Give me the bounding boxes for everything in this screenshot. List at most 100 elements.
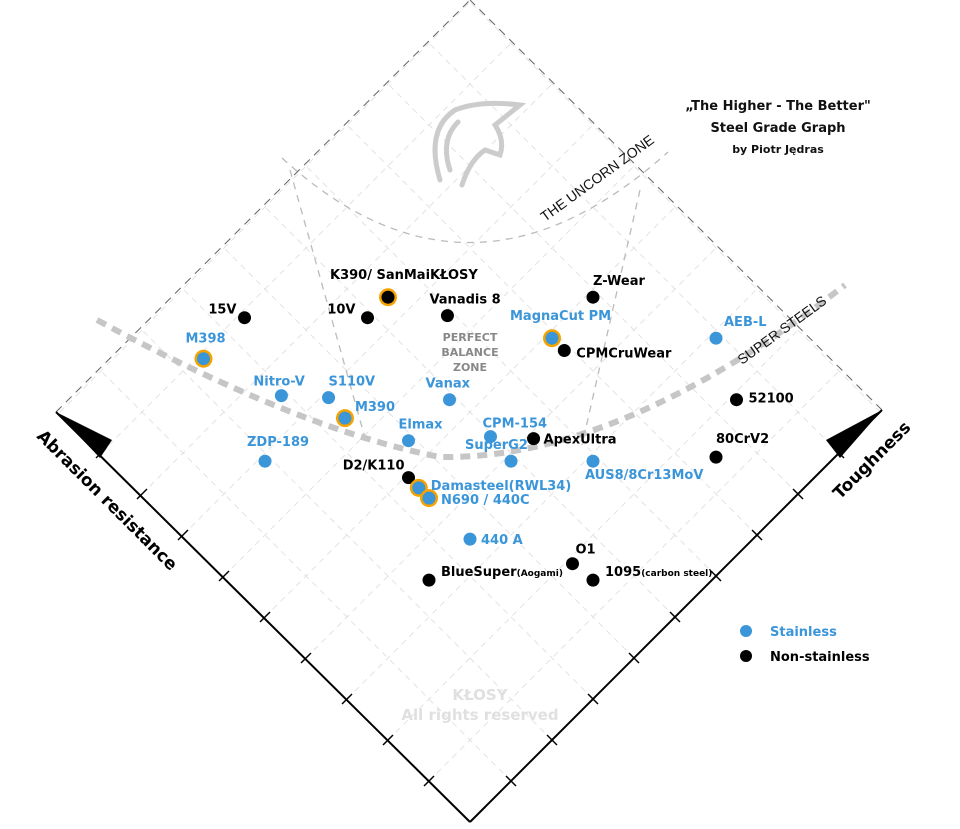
balance-zone-label-1: PERFECT bbox=[443, 331, 498, 344]
grid-line-toughness bbox=[469, 1, 881, 413]
grid-line-toughness bbox=[428, 42, 840, 454]
toughness-tick bbox=[669, 611, 681, 623]
legend-stainless-marker bbox=[740, 625, 752, 637]
point-marker bbox=[440, 309, 454, 323]
point-label: 15V bbox=[208, 303, 236, 318]
data-point: BlueSuper(Aogami) bbox=[422, 565, 563, 587]
balance-zone-label-3: ZONE bbox=[453, 361, 487, 374]
data-point: 1095(carbon steel) bbox=[586, 565, 712, 587]
point-label: AUS8/8Cr13MoV bbox=[585, 468, 703, 483]
point-label: N690 / 440C bbox=[441, 493, 530, 508]
grid-line-abrasion bbox=[59, 1, 471, 413]
point-label-suffix: (carbon steel) bbox=[641, 569, 712, 579]
point-marker bbox=[709, 331, 723, 345]
point-marker bbox=[484, 430, 497, 444]
legend: Stainless Non-stainless bbox=[740, 625, 870, 665]
data-point: CPM-154 bbox=[483, 417, 548, 444]
abrasion-arrow-icon bbox=[56, 412, 112, 458]
abrasion-axis-label: Abrasion resistance bbox=[32, 426, 181, 575]
grid-line-abrasion bbox=[141, 83, 553, 495]
point-label: 52100 bbox=[749, 392, 794, 407]
point-label: Z-Wear bbox=[593, 274, 645, 289]
point-marker bbox=[586, 573, 600, 587]
title-block: „The Higher - The Better" Steel Grade Gr… bbox=[685, 99, 871, 156]
data-point: O1 bbox=[566, 543, 596, 571]
toughness-tick bbox=[792, 488, 804, 500]
toughness-axis bbox=[469, 409, 883, 823]
data-point: 10V bbox=[327, 303, 374, 325]
point-label: MagnaCut PM bbox=[510, 309, 611, 324]
toughness-tick bbox=[751, 529, 763, 541]
point-marker bbox=[402, 434, 415, 448]
point-marker bbox=[709, 450, 723, 464]
point-marker bbox=[274, 389, 288, 403]
grid-line-toughness bbox=[182, 288, 594, 700]
data-point: ApexUltra bbox=[527, 432, 617, 448]
point-marker bbox=[422, 573, 436, 587]
grid-line-toughness bbox=[387, 83, 799, 495]
point-label: Vanax bbox=[426, 377, 471, 392]
point-label: Elmax bbox=[399, 418, 444, 433]
data-point: 80CrV2 bbox=[709, 432, 769, 464]
point-label: 10V bbox=[327, 303, 355, 318]
point-label: 440 A bbox=[481, 533, 523, 548]
point-marker bbox=[412, 481, 426, 495]
point-marker bbox=[730, 393, 743, 407]
point-marker bbox=[402, 471, 415, 485]
abrasion-tick bbox=[177, 529, 189, 541]
data-point: Z-Wear bbox=[586, 274, 645, 304]
toughness-tick bbox=[505, 775, 517, 787]
point-marker bbox=[443, 393, 456, 407]
point-label: ApexUltra bbox=[544, 433, 617, 448]
chart-title: „The Higher - The Better" bbox=[685, 99, 871, 114]
point-label: 1095(carbon steel) bbox=[605, 565, 712, 580]
balance-zone-label-2: BALANCE bbox=[441, 346, 498, 359]
point-label: ZDP-189 bbox=[247, 435, 309, 450]
legend-nonstainless-label: Non-stainless bbox=[770, 650, 870, 665]
point-label: CPM-154 bbox=[483, 417, 548, 432]
abrasion-tick bbox=[259, 611, 271, 623]
data-point: Vanadis 8 bbox=[429, 293, 501, 323]
point-label: O1 bbox=[576, 543, 596, 558]
point-label: 80CrV2 bbox=[716, 432, 769, 447]
data-point: CPMCruWear bbox=[557, 344, 672, 362]
abrasion-tick bbox=[423, 775, 435, 787]
chart-subtitle: Steel Grade Graph bbox=[710, 121, 845, 136]
watermark-rights: All rights reserved bbox=[401, 706, 558, 724]
point-marker bbox=[338, 411, 352, 425]
point-marker bbox=[463, 532, 477, 546]
data-point: SuperG2 bbox=[465, 438, 528, 468]
point-marker bbox=[586, 290, 600, 304]
point-label-suffix: (Aogami) bbox=[517, 569, 563, 579]
watermark-brand: KŁOSY bbox=[452, 686, 508, 704]
point-marker bbox=[545, 331, 559, 345]
point-label: SuperG2 bbox=[465, 438, 528, 453]
balance-zone-left bbox=[289, 169, 368, 446]
abrasion-tick bbox=[95, 447, 107, 459]
outer-right-boundary bbox=[469, 0, 883, 411]
grid-line-toughness bbox=[305, 165, 717, 577]
abrasion-tick bbox=[300, 652, 312, 664]
data-point: M398 bbox=[186, 332, 226, 368]
legend-stainless-label: Stainless bbox=[770, 625, 837, 640]
point-label: BlueSuper(Aogami) bbox=[441, 565, 563, 580]
unicorn-zone-arc bbox=[281, 151, 669, 244]
grid-line-abrasion bbox=[223, 165, 635, 577]
super-steels-curve bbox=[95, 282, 847, 461]
toughness-tick bbox=[628, 652, 640, 664]
point-label: S110V bbox=[329, 375, 376, 390]
axes: Abrasion resistance Toughness bbox=[32, 409, 915, 823]
abrasion-tick bbox=[382, 734, 394, 746]
point-marker bbox=[361, 311, 374, 325]
balance-zone-right bbox=[581, 189, 641, 446]
point-marker bbox=[527, 432, 541, 446]
toughness-arrow-icon bbox=[826, 410, 882, 458]
grid-line-abrasion bbox=[264, 206, 676, 618]
toughness-tick bbox=[710, 570, 722, 582]
abrasion-tick bbox=[136, 488, 148, 500]
point-label: M398 bbox=[186, 332, 226, 347]
data-point: Elmax bbox=[399, 418, 444, 448]
point-marker bbox=[566, 557, 579, 571]
point-label: AEB-L bbox=[724, 315, 767, 330]
